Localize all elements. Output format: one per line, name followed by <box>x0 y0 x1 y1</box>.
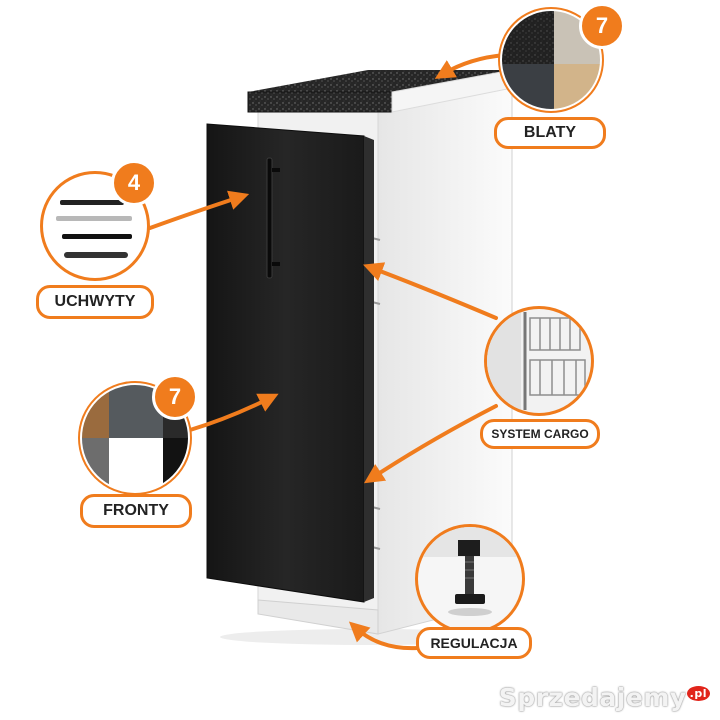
cabinet-plinth <box>257 599 379 635</box>
callout-arrows <box>148 53 507 651</box>
arrow-icon <box>188 393 279 432</box>
arrow-icon <box>363 404 498 484</box>
cargo-label: SYSTEM CARGO <box>480 419 600 449</box>
cabinet-front <box>206 123 365 603</box>
handles-count-badge: 4 <box>111 160 157 206</box>
arrow-icon <box>148 190 250 230</box>
arrow-icon <box>363 262 498 320</box>
handle-swatch-icon <box>56 200 132 258</box>
cargo-swatch <box>484 306 594 416</box>
fronts-label: FRONTY <box>80 494 192 528</box>
countertops-label: BLATY <box>494 117 606 149</box>
handles-label: UCHWYTY <box>36 285 154 319</box>
fronts-count-badge: 7 <box>152 374 198 420</box>
cabinet <box>206 69 520 645</box>
watermark-text: Sprzedajemy <box>498 683 687 712</box>
arrow-icon <box>348 621 420 651</box>
watermark: Sprzedajemy.pl <box>499 683 710 712</box>
front-handle <box>266 157 280 279</box>
adjustment-label: REGULACJA <box>416 627 532 659</box>
watermark-suffix: .pl <box>686 686 710 701</box>
countertops-count-badge: 7 <box>579 3 625 49</box>
adjustment-swatch <box>415 524 525 634</box>
